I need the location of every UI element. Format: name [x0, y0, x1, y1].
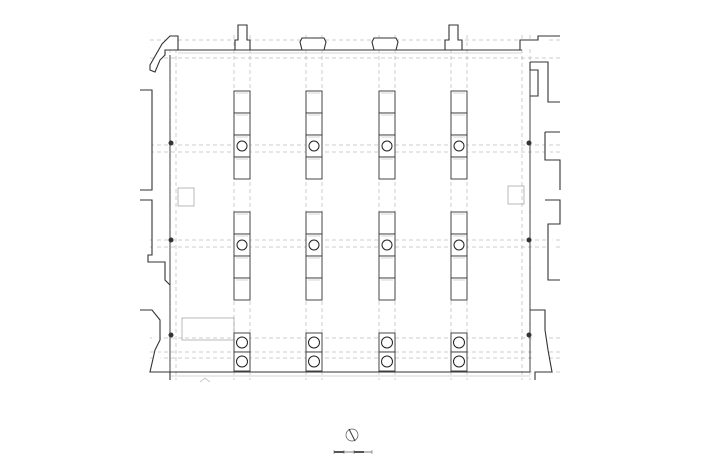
front-column-pair	[378, 332, 396, 372]
pier-segment	[450, 156, 468, 180]
pier-segment	[305, 277, 323, 301]
pier	[450, 90, 468, 180]
pier-column	[381, 239, 393, 251]
pier-column	[453, 239, 465, 251]
vestibule-outline	[181, 317, 235, 341]
east-wall	[519, 35, 561, 380]
pier-segment	[378, 277, 396, 301]
front-column	[236, 355, 248, 368]
pier-column	[381, 140, 393, 152]
pier-segment	[378, 211, 396, 235]
pier-column	[236, 239, 248, 251]
pier-segment	[233, 90, 251, 114]
pier-segment	[450, 277, 468, 301]
north-wall-buttresses	[234, 24, 463, 51]
pier-array	[233, 90, 468, 301]
pier-segment	[450, 90, 468, 114]
pier-segment	[450, 255, 468, 279]
pier-segment	[305, 255, 323, 279]
pier-segment	[233, 112, 251, 136]
north-arrow-icon	[345, 428, 359, 442]
pier-segment	[305, 211, 323, 235]
pier-segment	[378, 156, 396, 180]
pier-segment	[233, 277, 251, 301]
front-column	[308, 355, 320, 368]
front-column	[453, 355, 465, 368]
west-niche	[177, 187, 195, 207]
pier-column	[236, 140, 248, 152]
pier-segment	[233, 156, 251, 180]
pier-column	[308, 140, 320, 152]
front-column	[453, 336, 465, 349]
pier-column	[453, 140, 465, 152]
front-column-pair	[450, 332, 468, 372]
pier	[233, 211, 251, 301]
pier	[305, 211, 323, 301]
front-column-pair	[305, 332, 323, 372]
pier-segment	[450, 112, 468, 136]
east-niche	[507, 185, 525, 205]
front-column-pair	[233, 332, 251, 372]
front-column	[381, 355, 393, 368]
front-column	[381, 336, 393, 349]
pier-segment	[233, 255, 251, 279]
pier	[233, 90, 251, 180]
pier-segment	[378, 255, 396, 279]
pier	[450, 211, 468, 301]
pier-segment	[305, 90, 323, 114]
scale-bar-icon	[333, 450, 373, 454]
north-wall	[178, 49, 522, 54]
pier-column	[308, 239, 320, 251]
pier-segment	[450, 211, 468, 235]
south-wall	[170, 371, 530, 383]
front-column	[236, 336, 248, 349]
pier	[378, 90, 396, 180]
front-column	[308, 336, 320, 349]
pier	[378, 211, 396, 301]
pier-segment	[378, 90, 396, 114]
pier-segment	[305, 156, 323, 180]
west-wall	[140, 35, 179, 380]
pier	[305, 90, 323, 180]
pier-segment	[378, 112, 396, 136]
pier-segment	[233, 211, 251, 235]
front-column-array	[233, 332, 468, 372]
pier-segment	[305, 112, 323, 136]
construction-grid	[150, 35, 560, 380]
